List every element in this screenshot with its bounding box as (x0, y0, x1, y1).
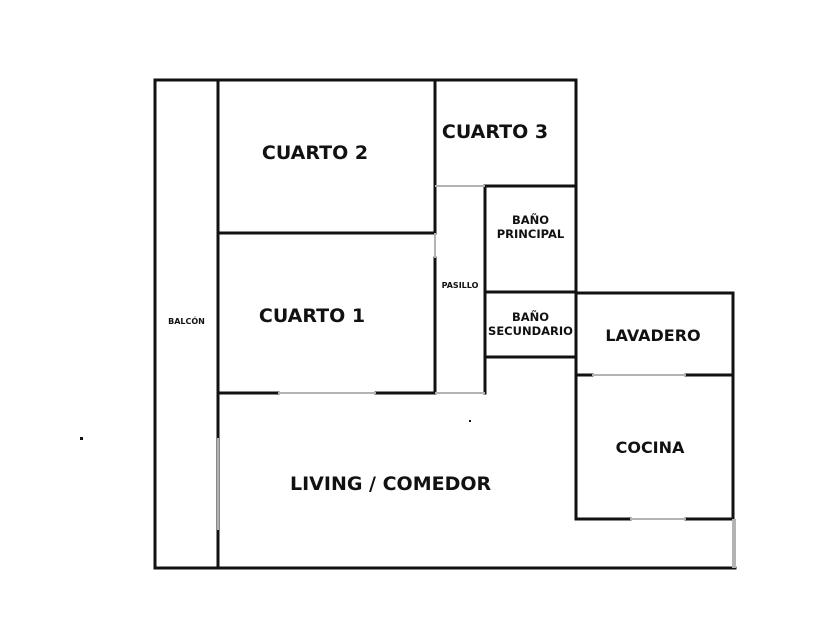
bano-secundario-label-line1: BAÑO (511, 310, 550, 324)
cuarto-3-label: CUARTO 3 (441, 121, 549, 143)
balcony-outline (153, 78, 220, 570)
bano-secundario-label-line2: SECUNDARIO (488, 324, 573, 339)
cocina-label: COCINA (615, 438, 685, 457)
bano-principal-label-line1: BAÑO (511, 213, 550, 227)
cuarto-2-label: CUARTO 2 (261, 142, 369, 164)
lavadero-label: LAVADERO (605, 326, 701, 345)
living-comedor-label: LIVING / COMEDOR (290, 473, 492, 495)
bano-secundario-label: BAÑO SECUNDARIO (484, 310, 577, 339)
bano-principal-label: BAÑO PRINCIPAL (485, 213, 576, 242)
cuarto-1-label: CUARTO 1 (258, 305, 366, 327)
balcon-label: BALCÓN (168, 317, 205, 326)
stray-mark-left (80, 437, 83, 440)
stray-mark-center (469, 420, 471, 422)
pasillo-label: PASILLO (441, 281, 479, 290)
bano-principal-label-line2: PRINCIPAL (496, 227, 565, 242)
